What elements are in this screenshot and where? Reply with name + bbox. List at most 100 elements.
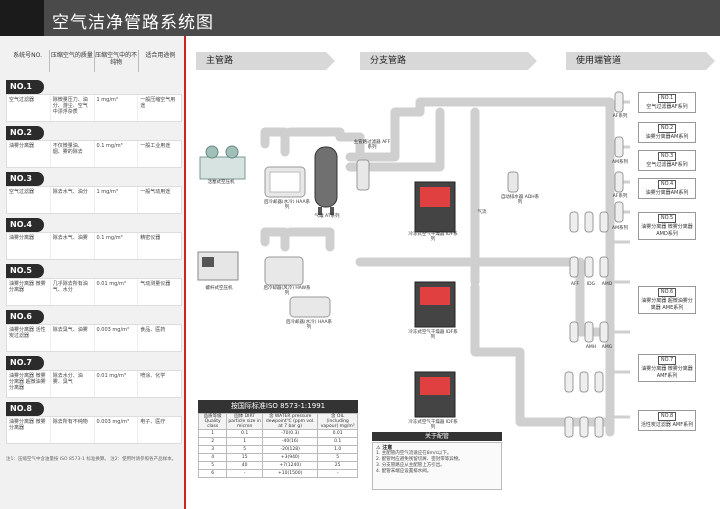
row-impurity: 0.003 mg/m³ — [95, 417, 139, 443]
row-name: 空气过滤器 — [7, 95, 51, 121]
row-impurity: 0.1 mg/m³ — [95, 233, 139, 259]
label-cooler-1: 后冷却器(水冷) HAA系列 — [263, 200, 311, 210]
pipe-main-a — [260, 127, 290, 157]
pipe-main-d — [345, 107, 425, 162]
label-filter-amh: AMH — [585, 345, 597, 350]
use-end-text: 油雾分离器 微雾分离器 AMF系列 — [641, 366, 693, 379]
row-use: 喷涂、化学 — [140, 373, 166, 379]
row-use: 电子、医疗 — [140, 419, 166, 425]
use-end-number: NO.1 — [657, 94, 677, 103]
row-quality: 除去水气、油雾 — [51, 233, 95, 259]
row-name: 油雾分离器 活性炭过滤器 — [7, 325, 51, 351]
iso-cell: 15 — [226, 453, 264, 462]
iso-cell: 1.0 — [317, 445, 358, 454]
main-line-filter — [356, 159, 370, 191]
row-impurity: 0.1 mg/m³ — [95, 141, 139, 167]
iso-cell: 5 — [317, 453, 358, 462]
row-quality: 除微量压力、油分、游尘、空气中漂浮杂质 — [51, 95, 95, 121]
piston-compressor — [199, 145, 246, 180]
col-system-no: 系统号NO. — [6, 50, 51, 72]
iso-header: 固体 DIRT particle size in micron — [226, 413, 264, 430]
row-name: 油雾分离器 微雾分离器 超微油雾分离器 — [7, 371, 51, 397]
col-quality: 压缩空气的质量 — [50, 50, 95, 72]
row-quality: 除去臭气、油雾 — [51, 325, 95, 351]
row-impurity: 1 mg/m³ — [95, 187, 139, 213]
use-end-text: 油雾分离器 微雾分离器 AMD系列 — [641, 224, 693, 237]
label-cooler-2: 后冷却器(风冷) HAW系列 — [263, 286, 311, 296]
row-number: NO.7 — [6, 356, 44, 370]
iso-cell: 1 — [197, 429, 228, 438]
row-use: 一般气动用途 — [140, 189, 171, 195]
iso-cell: +3(940) — [262, 453, 319, 462]
aftercooler-2 — [264, 256, 304, 286]
pipe-branch-left — [345, 107, 445, 172]
use-end-number: NO.4 — [657, 180, 677, 189]
note-line: 1. 主配管内空气流速应在8m/s以下。 — [376, 451, 452, 456]
pipe-main-c — [335, 132, 365, 157]
iso-header: 含 OIL (including vapour) mg/m³ — [317, 413, 358, 430]
use-end-filters — [564, 91, 624, 438]
use-end-text: 油雾分离器AM系列 — [645, 134, 689, 140]
use-end-text: 空气过滤器AF系列 — [646, 162, 688, 168]
iso-cell: -70(0.3) — [262, 429, 319, 438]
iso-cell: 4 — [197, 453, 228, 462]
note-line: 4. 配管末端应设置排水阀。 — [376, 469, 432, 474]
row-number: NO.4 — [6, 218, 44, 232]
row-number: NO.6 — [6, 310, 44, 324]
row-name: 油雾分离器 微雾分离器 — [7, 417, 51, 443]
pipe-lower-a — [260, 227, 290, 252]
iso-cell: 2 — [197, 437, 228, 446]
label-filter-aff: AFF — [570, 282, 580, 287]
row-use: 食品、医药 — [140, 327, 166, 333]
iso-cell: +7(1240) — [262, 461, 319, 470]
pipe-lower-b — [285, 227, 335, 252]
header-bar — [0, 0, 720, 36]
iso-cell: 0.1 — [317, 437, 358, 446]
iso-cell: 6 — [197, 469, 228, 478]
air-tank — [314, 146, 338, 215]
pipe-branch-lower — [470, 282, 525, 397]
row-impurity: 0.01 mg/m³ — [95, 279, 139, 305]
row-quality: 不仅微量油、烟、雾的除去 — [51, 141, 95, 167]
aftercooler-1 — [264, 166, 306, 198]
pipe-main-b — [285, 127, 345, 142]
iso-header: 品质等级 Quality class — [197, 413, 228, 430]
iso-cell: 25 — [317, 461, 358, 470]
refrigerated-dryer-2 — [414, 281, 456, 328]
aftercooler-3 — [289, 296, 331, 318]
label-tank: 气罐 AT系列 — [314, 214, 340, 219]
row-name: 油雾分离器 — [7, 233, 51, 259]
iso-cell: 1 — [226, 437, 264, 446]
row-number: NO.2 — [6, 126, 44, 140]
label-dryer-3: 冷冻式空气干燥器 IDF系列 — [408, 420, 458, 430]
row-number: NO.8 — [6, 402, 44, 416]
iso-cell: 3 — [197, 445, 228, 454]
notes-box: ⚠ 注意 1. 主配管内空气流速应在8m/s以下。 2. 配管时应避免残留切屑、… — [372, 442, 502, 490]
screw-compressor — [197, 251, 239, 281]
row-impurity: 0.01 mg/m³ — [95, 371, 139, 397]
note-line: 2. 配管时应避免残留切屑、密封带等异物。 — [376, 457, 463, 462]
label-drain: 自动排水器 ADH系列 — [500, 195, 540, 205]
label-filter-amd: AMD — [601, 282, 613, 287]
row-name: 油雾分离器 — [7, 141, 51, 167]
notes-title: 关于配管 — [372, 432, 502, 441]
row-number: NO.5 — [6, 264, 44, 278]
